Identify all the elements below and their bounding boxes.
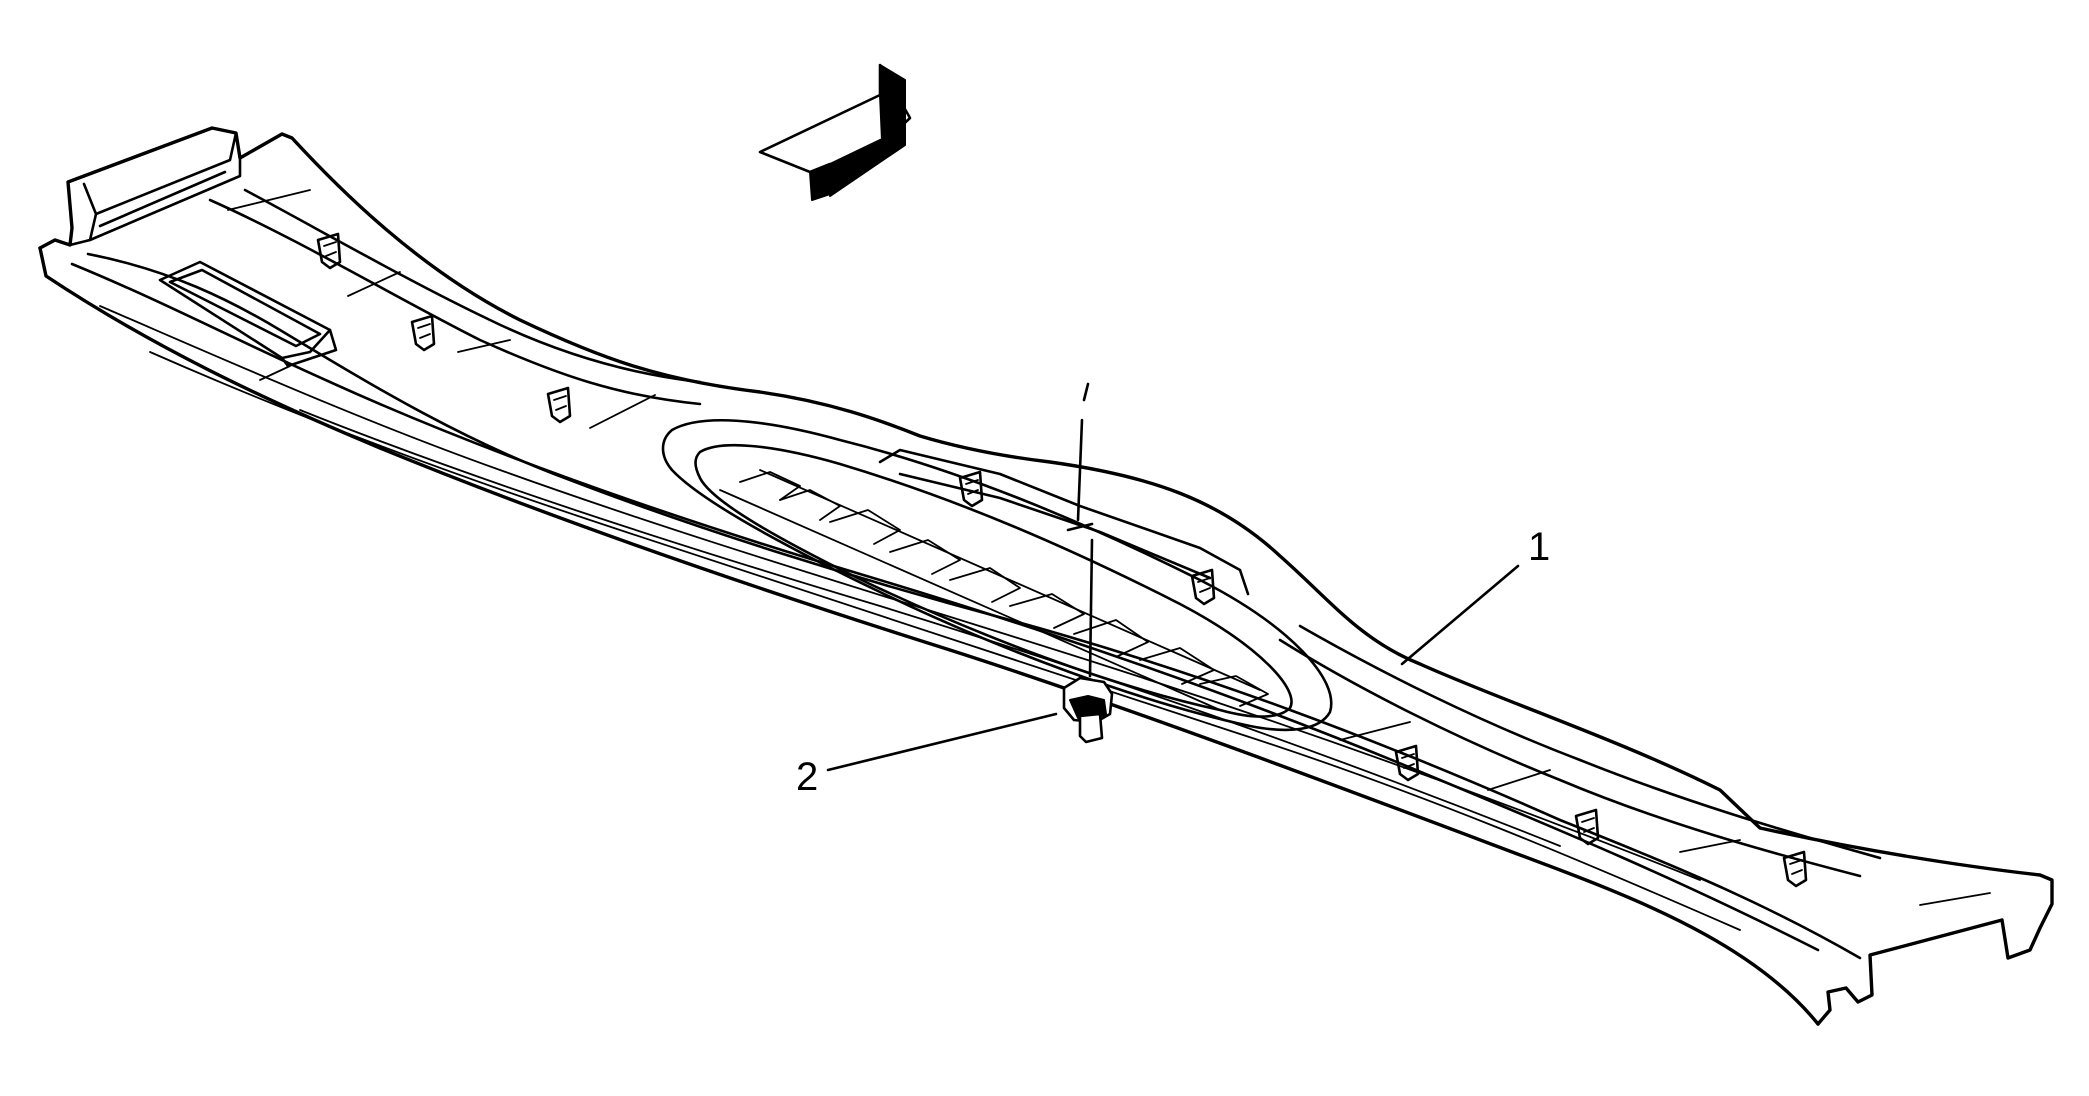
front-direction-arrow-icon	[758, 63, 912, 201]
retainer-clip-icon	[1190, 568, 1216, 606]
retainer-clip-icon	[410, 314, 436, 352]
callout-2: 2	[796, 712, 1058, 799]
left-opening	[158, 260, 338, 381]
retainer-clip-icon	[958, 470, 984, 508]
retainer-clip-icon	[1782, 850, 1808, 888]
retainer-clip-icon	[546, 386, 572, 424]
left-end-cap	[68, 131, 242, 247]
callout-1-label: 1	[1528, 525, 1550, 569]
retainer-clip-icon	[1574, 808, 1600, 846]
retainer-clip-icon	[316, 232, 342, 270]
center-vent-opening	[661, 418, 1333, 732]
trim-panel	[38, 126, 2054, 1026]
push-pin-fastener-icon	[1062, 382, 1114, 744]
retainer-clip-icon	[1394, 744, 1420, 782]
callout-1: 1	[1400, 525, 1550, 666]
callout-2-label: 2	[796, 755, 818, 799]
